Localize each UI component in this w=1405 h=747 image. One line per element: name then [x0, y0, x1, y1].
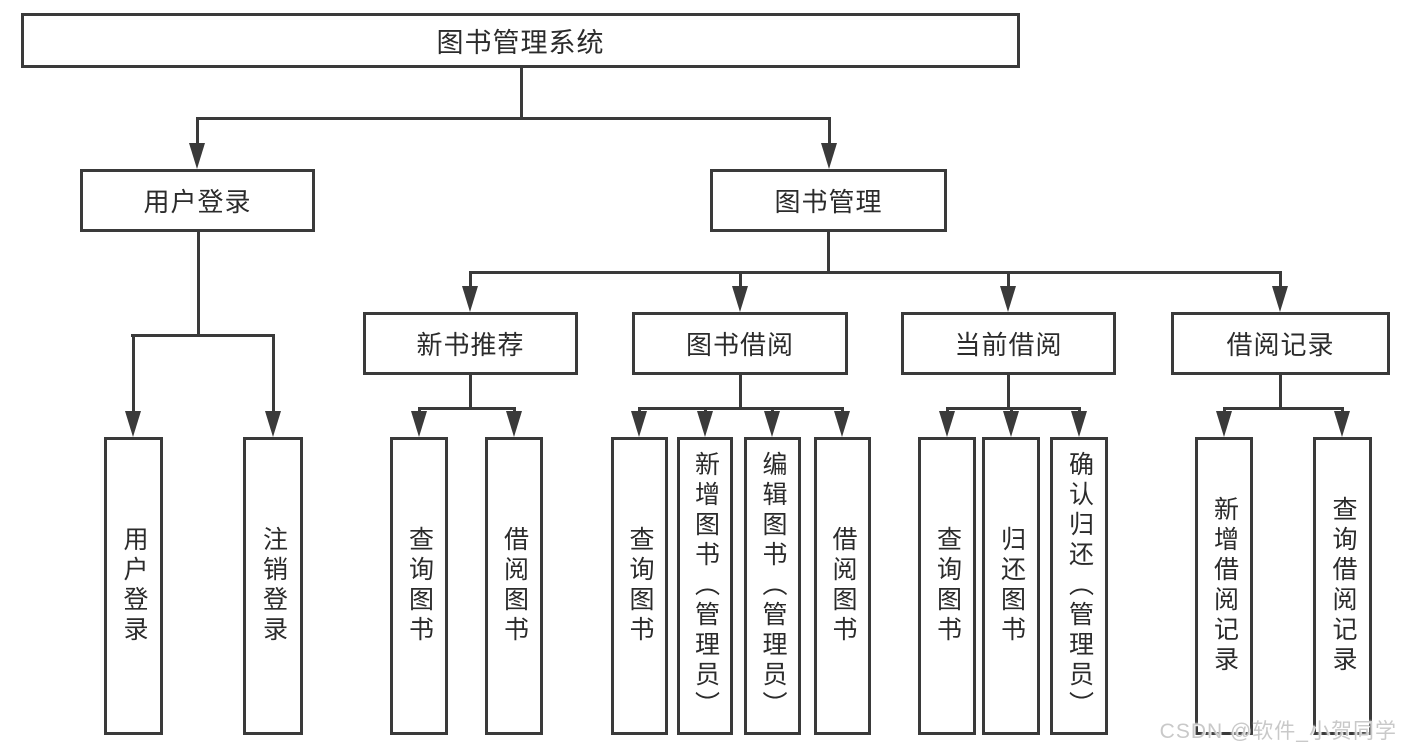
leaf-query-books-current-label: 查询图书 [933, 526, 962, 646]
connector-drop-borrow-record [1279, 271, 1282, 289]
connector-userlogin-rail [131, 334, 274, 337]
arrowhead-book-management-icon [821, 143, 837, 169]
connector-borrowrecord-rail [1223, 407, 1344, 410]
node-root: 图书管理系统 [21, 13, 1020, 68]
leaf-return-books: 归还图书 [982, 437, 1040, 735]
leaf-add-borrow-record: 新增借阅记录 [1195, 437, 1253, 735]
connector-newbook-stem [469, 375, 472, 409]
node-current-borrow: 当前借阅 [901, 312, 1116, 375]
arrowhead-book-borrow-icon [732, 286, 748, 312]
leaf-confirm-return-admin-label: 确认归还（管理员） [1065, 451, 1094, 721]
arrowhead-borrow-record-icon [1272, 286, 1288, 312]
connector-bookborrow-stem [739, 375, 742, 409]
leaf-query-borrow-record: 查询借阅记录 [1313, 437, 1372, 735]
arrowhead-leaf-logout-icon [265, 411, 281, 437]
arrowhead-leaf-login-icon [125, 411, 141, 437]
leaf-logout-label: 注销登录 [259, 526, 288, 646]
leaf-return-books-label: 归还图书 [997, 526, 1026, 646]
leaf-query-books-recommend-label: 查询图书 [405, 526, 434, 646]
leaf-logout: 注销登录 [243, 437, 303, 735]
leaf-add-books-admin-label: 新增图书（管理员） [691, 451, 720, 721]
leaf-query-books-current: 查询图书 [918, 437, 976, 735]
leaf-query-books-borrow-label: 查询图书 [626, 526, 654, 646]
leaf-borrow-books: 借阅图书 [814, 437, 871, 735]
arrowhead-new-book-icon [462, 286, 478, 312]
node-new-book-recommend: 新书推荐 [363, 312, 578, 375]
node-book-borrow: 图书借阅 [632, 312, 848, 375]
leaf-edit-books-admin-label: 编辑图书（管理员） [759, 451, 787, 721]
arrowhead-d3-icon [1071, 411, 1087, 437]
arrowhead-c4-icon [834, 411, 850, 437]
node-new-book-recommend-label: 新书推荐 [416, 330, 525, 360]
connector-drop-new-book [469, 271, 472, 289]
leaf-query-books-borrow: 查询图书 [611, 437, 668, 735]
connector-drop-book-borrow [739, 271, 742, 289]
node-book-borrow-label: 图书借阅 [685, 330, 794, 360]
arrowhead-d2-icon [1003, 411, 1019, 437]
connector-bookmgmt-stem [827, 232, 830, 274]
arrowhead-e2-icon [1334, 411, 1350, 437]
node-book-management: 图书管理 [710, 169, 947, 232]
connector-root-rail [196, 117, 831, 120]
leaf-borrow-books-recommend-label: 借阅图书 [500, 526, 529, 646]
leaf-edit-books-admin: 编辑图书（管理员） [744, 437, 801, 735]
arrowhead-user-login-icon [189, 143, 205, 169]
leaf-add-borrow-record-label: 新增借阅记录 [1210, 496, 1239, 676]
connector-newbook-rail [418, 407, 516, 410]
connector-currentborrow-stem [1007, 375, 1010, 409]
connector-drop-current-borrow [1007, 271, 1010, 289]
node-borrow-records-label: 借阅记录 [1226, 330, 1335, 360]
connector-borrowrecord-stem [1279, 375, 1282, 409]
node-user-login: 用户登录 [80, 169, 315, 232]
arrowhead-b2-icon [506, 411, 522, 437]
node-user-login-label: 用户登录 [143, 187, 252, 217]
arrowhead-c2-icon [697, 411, 713, 437]
connector-bookmgmt-rail [469, 271, 1282, 274]
arrowhead-d1-icon [939, 411, 955, 437]
node-current-borrow-label: 当前借阅 [954, 330, 1063, 360]
leaf-user-login-label: 用户登录 [120, 526, 148, 646]
leaf-confirm-return-admin: 确认归还（管理员） [1050, 437, 1108, 735]
connector-drop-leaf-login [132, 334, 135, 414]
arrowhead-c3-icon [764, 411, 780, 437]
leaf-borrow-books-recommend: 借阅图书 [485, 437, 543, 735]
leaf-borrow-books-label: 借阅图书 [829, 526, 857, 646]
connector-userlogin-stem [197, 232, 200, 336]
arrowhead-c1-icon [631, 411, 647, 437]
connector-currentborrow-rail [946, 407, 1081, 410]
arrowhead-b1-icon [411, 411, 427, 437]
leaf-user-login: 用户登录 [104, 437, 163, 735]
connector-drop-user-login [196, 117, 199, 147]
connector-drop-book-management [828, 117, 831, 147]
connector-bookborrow-rail [638, 407, 844, 410]
arrowhead-e1-icon [1216, 411, 1232, 437]
leaf-add-books-admin: 新增图书（管理员） [677, 437, 733, 735]
leaf-query-books-recommend: 查询图书 [390, 437, 448, 735]
leaf-query-borrow-record-label: 查询借阅记录 [1329, 496, 1357, 676]
node-book-management-label: 图书管理 [774, 187, 883, 217]
watermark: CSDN @软件_小贺同学 [1159, 720, 1397, 743]
arrowhead-current-borrow-icon [1000, 286, 1016, 312]
node-root-label: 图书管理系统 [436, 28, 605, 58]
node-borrow-records: 借阅记录 [1171, 312, 1390, 375]
connector-drop-leaf-logout [272, 334, 275, 414]
connector-root-stem [520, 68, 523, 118]
